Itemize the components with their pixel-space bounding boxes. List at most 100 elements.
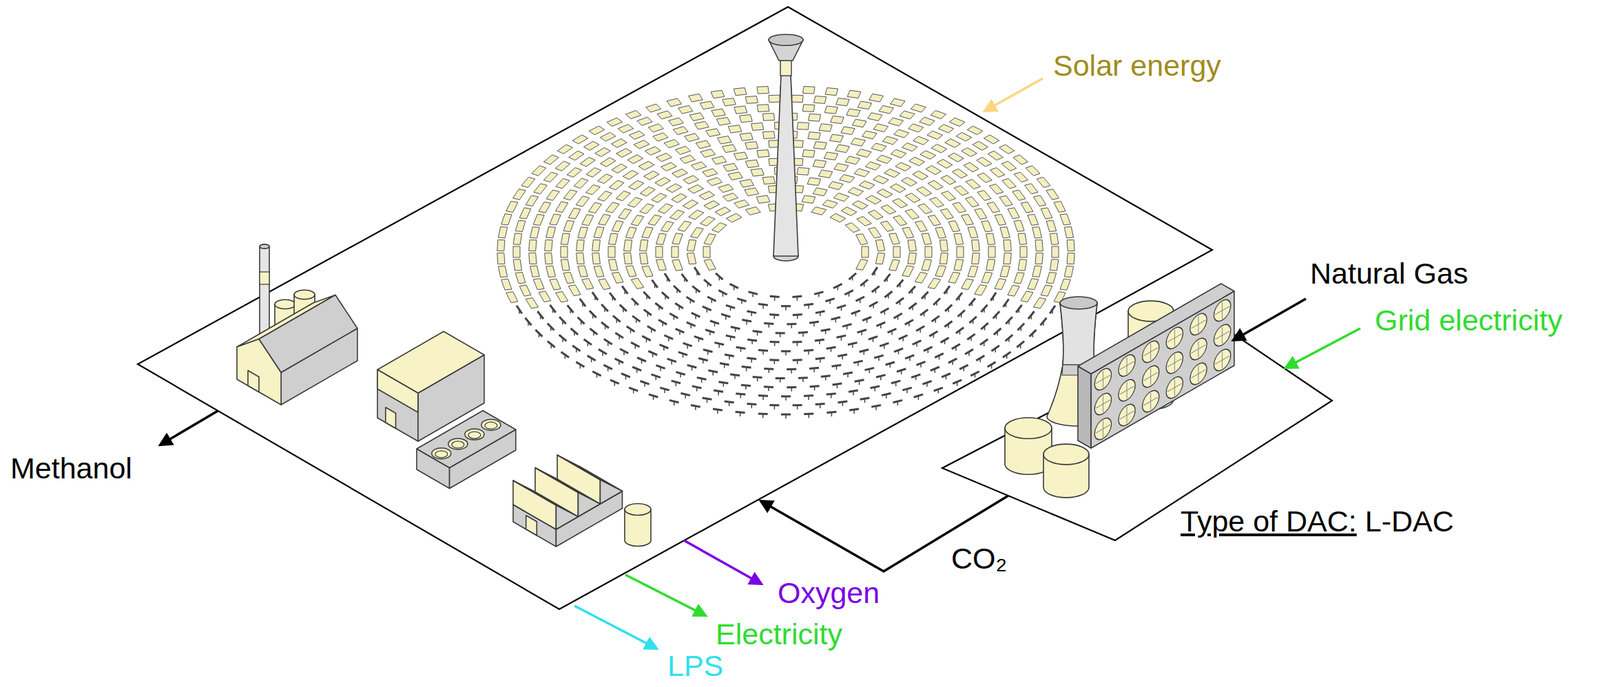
heliostat-mirror (913, 136, 930, 145)
fan (1213, 345, 1231, 375)
heliostat-stem (728, 402, 731, 407)
heliostat-stem (825, 376, 827, 381)
heliostat-stem (909, 356, 911, 361)
chimney-band (259, 272, 270, 285)
heliostat-mirror (683, 175, 700, 184)
heliostat-mirror (606, 117, 623, 127)
fan (1213, 320, 1231, 350)
heliostat-mirror (579, 157, 596, 167)
heliostat-mirror (1060, 214, 1071, 226)
heliostat-mirror (739, 115, 753, 123)
heliostat-stem (618, 360, 620, 366)
heliostat-mirror (699, 191, 715, 200)
heliostat-stem (730, 336, 732, 341)
heliostat-mirror (627, 154, 644, 164)
heliostat-stem (695, 289, 698, 294)
heliostat-stem (889, 363, 892, 368)
heliostat-stem (830, 347, 833, 352)
heliostat-stem (630, 329, 632, 334)
heliostat-mirror (839, 174, 855, 184)
heliostat-stem (706, 308, 709, 313)
contactor-fans (1094, 296, 1231, 444)
heliostat-mirror (1001, 161, 1017, 171)
heliostat-mirror (854, 168, 870, 178)
heliostat-mirror (909, 157, 926, 166)
heliostat-stem (539, 315, 542, 320)
heliostat-edge (525, 318, 532, 326)
heliostat-stem (712, 371, 714, 376)
heliostat-stem (846, 325, 848, 330)
heliostat-mirror (1033, 298, 1047, 310)
methanol-arrow (160, 411, 218, 445)
heliostat-stem (875, 289, 877, 294)
heliostat-stem (691, 366, 693, 371)
heliostat-stem (959, 330, 961, 335)
heliostat-mirror (660, 162, 677, 171)
heliostat-mirror (679, 154, 695, 164)
heliostat-stem (734, 375, 736, 380)
heliostat-mirror (1040, 285, 1053, 297)
heliostat-stem (874, 387, 877, 392)
fan-blade (1197, 316, 1199, 333)
heliostat-mirror (956, 132, 972, 142)
heliostat-mirror (880, 221, 895, 232)
heliostat-mirror (682, 199, 698, 209)
heliostat-mirror (638, 161, 655, 171)
heliostat-stem (831, 412, 833, 417)
heliostat-mirror (710, 90, 725, 98)
heliostat-stem (897, 316, 899, 321)
heliostat-mirror (1020, 291, 1034, 303)
cooling-tower-upper (1060, 303, 1098, 366)
heliostat-mirror (678, 105, 693, 114)
heliostat-edge (1049, 305, 1056, 315)
heliostat-mirror (902, 143, 919, 152)
heliostat-mirror (728, 172, 743, 181)
heliostat-stem (673, 316, 675, 321)
heliostat-mirror (533, 183, 548, 195)
heliostat-stem (646, 338, 648, 343)
heliostat-mirror (637, 117, 653, 126)
heliostat-mirror (533, 214, 545, 226)
heliostat-stem (686, 345, 689, 350)
heliostat-mirror (538, 291, 552, 303)
heliostat-mirror (825, 88, 839, 96)
heliostat-stem (751, 404, 753, 409)
lps-arrow (574, 606, 657, 649)
heliostat-edge (592, 292, 598, 300)
heliostat-stem (983, 342, 985, 347)
heliostat-stem (762, 350, 764, 355)
heliostat-stem (807, 350, 810, 355)
heliostat-mirror (961, 278, 974, 290)
heliostat-stem (924, 295, 926, 300)
heliostat-stem (919, 328, 921, 333)
heliostat-mirror (807, 177, 822, 186)
heliostat-stem (945, 375, 948, 380)
heliostat-mirror (530, 265, 540, 277)
fan-blade (1150, 393, 1151, 410)
heliostat-stem (963, 367, 965, 372)
heliostat-mirror (824, 106, 838, 114)
heliostat-mirror (927, 215, 941, 226)
block-band (377, 369, 419, 413)
heliostat-stem (551, 344, 553, 349)
gas-arrow (1233, 298, 1306, 341)
heliostat-stem (898, 350, 900, 355)
heliostat-mirror (1013, 220, 1025, 232)
heliostat-stem (734, 327, 737, 332)
heliostat-mirror (630, 215, 644, 226)
heliostat-mirror (925, 246, 932, 258)
heliostat-mirror (925, 165, 942, 175)
heliostat-mirror (572, 134, 589, 144)
heliostat-mirror (873, 123, 889, 133)
heliostat-mirror (803, 86, 815, 95)
heliostat-mirror (530, 227, 540, 239)
heliostat-mirror (546, 226, 556, 238)
input-label: Natural Gas (1310, 256, 1468, 291)
heliostat-mirror (656, 233, 667, 245)
heliostat-edge (896, 279, 903, 288)
output-label: Electricity (715, 617, 843, 652)
tower-shaft (773, 74, 799, 257)
fan-blade (1102, 420, 1104, 438)
heliostat-mirror (1013, 154, 1029, 165)
heliostat-stem (872, 304, 875, 309)
